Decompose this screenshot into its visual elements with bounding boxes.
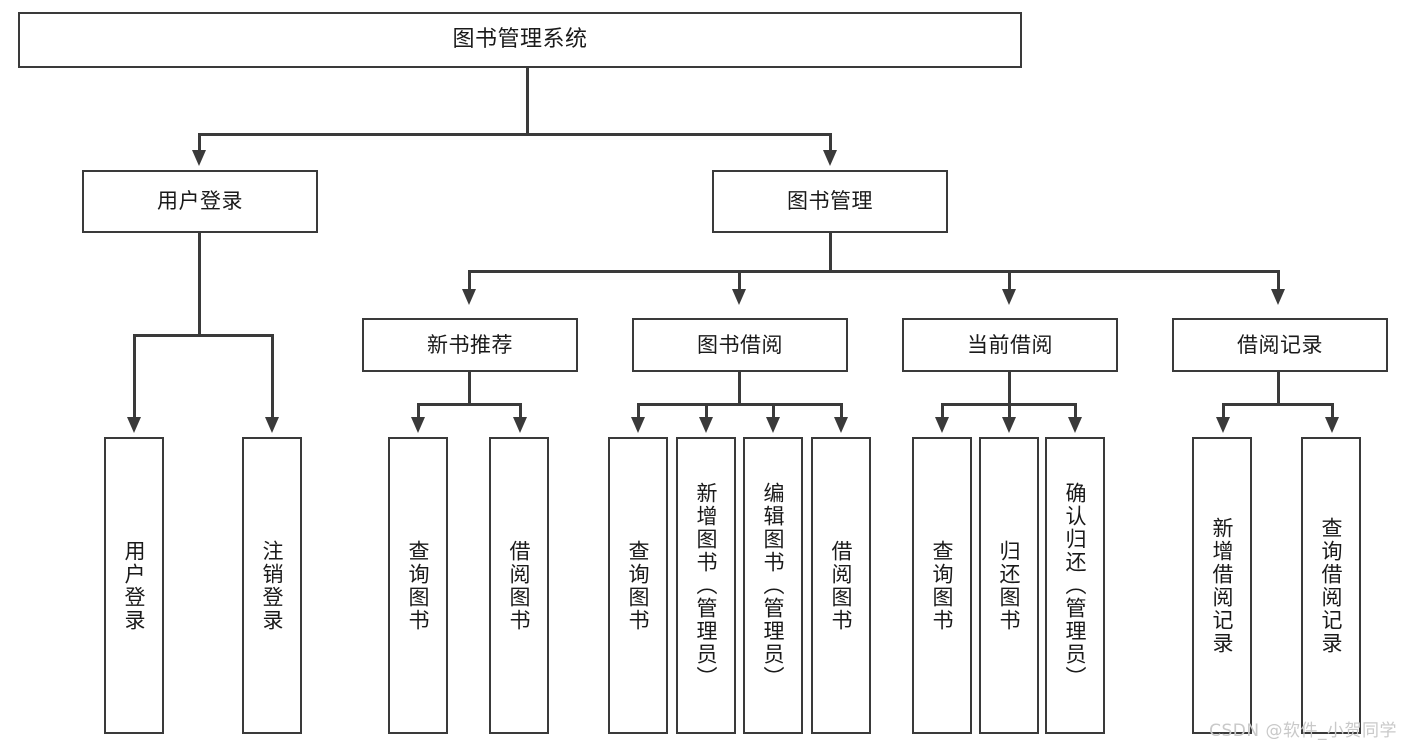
arrow-cb-leaf-3 xyxy=(1068,417,1082,433)
arrow-to-user-login-leaf xyxy=(127,417,141,433)
node-label: 确认归还（管理员） xyxy=(1063,482,1088,689)
arrow-cb-leaf-1 xyxy=(935,417,949,433)
node-label: 新书推荐 xyxy=(427,332,513,357)
node-label: 借阅图书 xyxy=(507,539,532,632)
connector-br-stem xyxy=(1277,372,1280,406)
node-label: 新增图书（管理员） xyxy=(694,482,719,689)
leaf-logout[interactable]: 注销登录 xyxy=(242,437,302,734)
arrow-to-current-borrow xyxy=(1002,289,1016,305)
leaf-cb-return-book[interactable]: 归还图书 xyxy=(979,437,1039,734)
leaf-bb-borrow-book[interactable]: 借阅图书 xyxy=(811,437,871,734)
connector-level2-drop-2 xyxy=(738,270,741,290)
node-new-book-recommend[interactable]: 新书推荐 xyxy=(362,318,578,372)
leaf-bb-edit-book[interactable]: 编辑图书（管理员） xyxy=(743,437,803,734)
arrow-to-borrow-record xyxy=(1271,289,1285,305)
leaf-br-add-record[interactable]: 新增借阅记录 xyxy=(1192,437,1252,734)
connector-level2-drop-1 xyxy=(468,270,471,290)
node-label: 用户登录 xyxy=(157,189,243,214)
leaf-br-query-record[interactable]: 查询借阅记录 xyxy=(1301,437,1361,734)
node-label: 编辑图书（管理员） xyxy=(761,482,786,689)
connector-cb-drop-1 xyxy=(941,403,944,418)
connector-nbr-drop-1 xyxy=(417,403,420,418)
node-label: 查询图书 xyxy=(930,539,955,632)
connector-level2-drop-4 xyxy=(1277,270,1280,290)
node-label: 借阅图书 xyxy=(829,539,854,632)
connector-nbr-bar xyxy=(417,403,522,406)
node-label: 新增借阅记录 xyxy=(1210,516,1235,655)
arrow-to-user-login xyxy=(192,150,206,166)
node-book-borrow[interactable]: 图书借阅 xyxy=(632,318,848,372)
connector-level2-drop-3 xyxy=(1008,270,1011,290)
connector-bb-drop-4 xyxy=(840,403,843,418)
connector-book-manage-stem xyxy=(829,233,832,272)
connector-br-drop-1 xyxy=(1222,403,1225,418)
leaf-user-login[interactable]: 用户登录 xyxy=(104,437,164,734)
connector-bb-drop-2 xyxy=(705,403,708,418)
connector-user-login-bar xyxy=(133,334,273,337)
connector-bb-bar xyxy=(637,403,842,406)
node-label: 用户登录 xyxy=(122,539,147,632)
node-book-management[interactable]: 图书管理 xyxy=(712,170,948,233)
arrow-to-book-borrow xyxy=(732,289,746,305)
leaf-cb-query-book[interactable]: 查询图书 xyxy=(912,437,972,734)
arrow-to-book-manage xyxy=(823,150,837,166)
node-label: 图书管理系统 xyxy=(452,27,588,53)
connector-cb-stem xyxy=(1008,372,1011,406)
connector-bb-drop-3 xyxy=(772,403,775,418)
connector-root-right-drop xyxy=(829,133,832,152)
node-label: 图书管理 xyxy=(787,189,873,214)
leaf-nbr-query-book[interactable]: 查询图书 xyxy=(388,437,448,734)
connector-nbr-drop-2 xyxy=(519,403,522,418)
node-current-borrow[interactable]: 当前借阅 xyxy=(902,318,1118,372)
connector-nbr-stem xyxy=(468,372,471,406)
leaf-bb-add-book[interactable]: 新增图书（管理员） xyxy=(676,437,736,734)
connector-root-left-drop xyxy=(198,133,201,152)
leaf-nbr-borrow-book[interactable]: 借阅图书 xyxy=(489,437,549,734)
arrow-bb-leaf-4 xyxy=(834,417,848,433)
connector-bb-drop-1 xyxy=(637,403,640,418)
arrow-br-leaf-1 xyxy=(1216,417,1230,433)
connector-cb-drop-3 xyxy=(1074,403,1077,418)
node-root-system[interactable]: 图书管理系统 xyxy=(18,12,1022,68)
node-label: 图书借阅 xyxy=(697,332,783,357)
leaf-bb-query-book[interactable]: 查询图书 xyxy=(608,437,668,734)
node-label: 查询借阅记录 xyxy=(1319,516,1344,655)
arrow-nbr-leaf-1 xyxy=(411,417,425,433)
connector-user-login-stem xyxy=(198,233,201,336)
connector-br-drop-2 xyxy=(1331,403,1334,418)
connector-user-login-right-drop xyxy=(271,334,274,418)
connector-user-login-left-drop xyxy=(133,334,136,418)
arrow-br-leaf-2 xyxy=(1325,417,1339,433)
leaf-cb-confirm-return[interactable]: 确认归还（管理员） xyxy=(1045,437,1105,734)
node-label: 注销登录 xyxy=(260,539,285,632)
node-label: 归还图书 xyxy=(997,539,1022,632)
node-borrow-record[interactable]: 借阅记录 xyxy=(1172,318,1388,372)
connector-root-bar xyxy=(198,133,831,136)
arrow-bb-leaf-3 xyxy=(766,417,780,433)
connector-br-bar xyxy=(1222,403,1334,406)
arrow-bb-leaf-1 xyxy=(631,417,645,433)
connector-cb-drop-2 xyxy=(1008,403,1011,418)
node-user-login[interactable]: 用户登录 xyxy=(82,170,318,233)
connector-level2-bar xyxy=(468,270,1280,273)
node-label: 查询图书 xyxy=(406,539,431,632)
connector-bb-stem xyxy=(738,372,741,406)
node-label: 查询图书 xyxy=(626,539,651,632)
connector-root-stem xyxy=(526,68,529,134)
arrow-cb-leaf-2 xyxy=(1002,417,1016,433)
node-label: 当前借阅 xyxy=(967,332,1053,357)
arrow-to-logout-leaf xyxy=(265,417,279,433)
arrow-bb-leaf-2 xyxy=(699,417,713,433)
arrow-nbr-leaf-2 xyxy=(513,417,527,433)
arrow-to-new-book-recommend xyxy=(462,289,476,305)
node-label: 借阅记录 xyxy=(1237,332,1323,357)
